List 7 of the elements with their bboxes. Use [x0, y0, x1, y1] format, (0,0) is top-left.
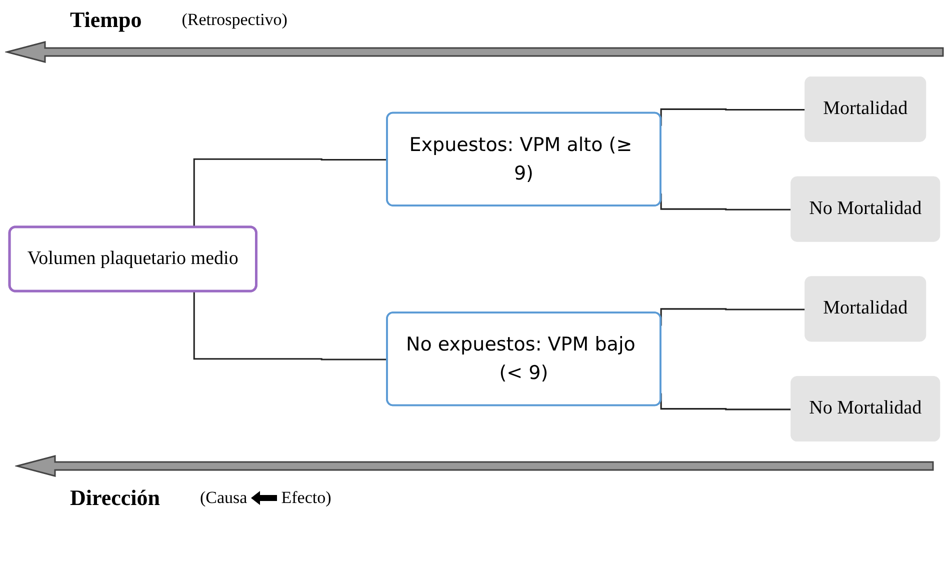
connector — [193, 292, 388, 360]
axis-title: Tiempo — [70, 7, 142, 33]
axis-title: Dirección — [70, 485, 160, 511]
connector — [193, 158, 388, 228]
axis-note: (Causa — [200, 488, 248, 508]
axis-note: (Retrospectivo) — [182, 10, 288, 30]
axis-note: Efecto) — [281, 488, 332, 508]
